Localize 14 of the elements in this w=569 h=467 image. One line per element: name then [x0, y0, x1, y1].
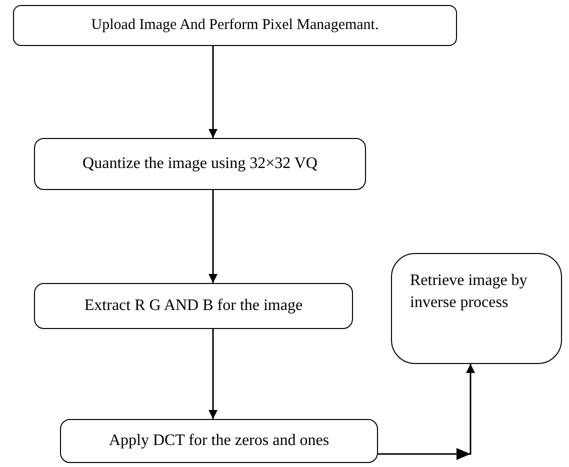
step-text: Apply DCT for the zeros and ones: [108, 431, 330, 452]
arrow: [208, 190, 218, 283]
step-text: Upload Image And Perform Pixel Managemant.: [91, 16, 379, 36]
step-text: Quantize the image using 32×32 VQ: [82, 154, 318, 174]
process-box: [391, 253, 562, 364]
arrow: [378, 364, 475, 460]
process-box: [13, 5, 457, 46]
arrow: [208, 46, 218, 138]
process-box: [34, 138, 366, 190]
process-box: [34, 283, 353, 329]
step-text: Retrieve image by inverse process: [410, 271, 528, 313]
arrow: [208, 329, 218, 419]
process-box: [60, 419, 378, 463]
step-text: Extract R G AND B for the image: [84, 296, 303, 316]
